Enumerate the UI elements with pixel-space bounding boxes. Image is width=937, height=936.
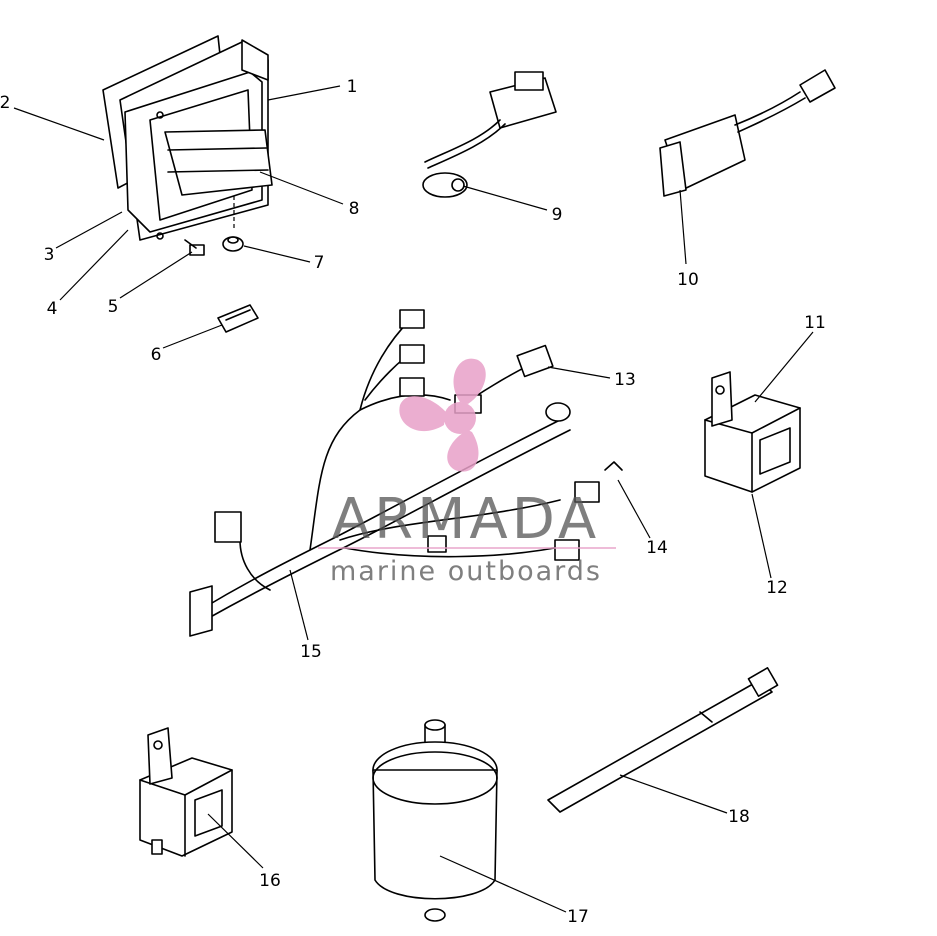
callout-2: 2 <box>0 93 10 113</box>
callout-12: 12 <box>766 578 788 598</box>
watermark: ARMADA marine outboards <box>318 358 616 587</box>
cable-tie <box>547 667 779 813</box>
watermark-tagline: marine outboards <box>330 556 602 587</box>
callout-18: 18 <box>728 807 750 827</box>
callout-5: 5 <box>108 297 119 317</box>
bolt <box>184 239 205 256</box>
callout-17: 17 <box>567 907 589 927</box>
relay-small <box>139 727 233 857</box>
callout-1: 1 <box>347 77 358 97</box>
switch <box>659 69 836 197</box>
ecu-module <box>102 35 273 241</box>
callout-6: 6 <box>151 345 162 365</box>
sensor <box>422 71 557 198</box>
callout-16: 16 <box>259 871 281 891</box>
callout-7: 7 <box>314 253 325 273</box>
chip <box>217 304 259 333</box>
wire-harness <box>189 309 600 637</box>
leader-lines <box>13 85 814 913</box>
armada-logo-icon <box>399 358 486 472</box>
relay-large <box>704 371 801 493</box>
callout-labels: 1 2 3 4 5 6 7 8 9 10 11 12 13 14 15 16 1… <box>0 77 826 927</box>
callout-8: 8 <box>349 199 360 219</box>
callout-10: 10 <box>677 270 699 290</box>
callout-11: 11 <box>804 313 826 333</box>
callout-9: 9 <box>552 205 563 225</box>
fuel-filter <box>372 719 498 922</box>
clip <box>604 461 623 471</box>
callout-3: 3 <box>44 245 55 265</box>
callout-14: 14 <box>646 538 668 558</box>
watermark-brand: ARMADA <box>332 487 600 552</box>
nut <box>222 236 244 252</box>
callout-13: 13 <box>614 370 636 390</box>
callout-15: 15 <box>300 642 322 662</box>
callout-4: 4 <box>47 299 58 319</box>
